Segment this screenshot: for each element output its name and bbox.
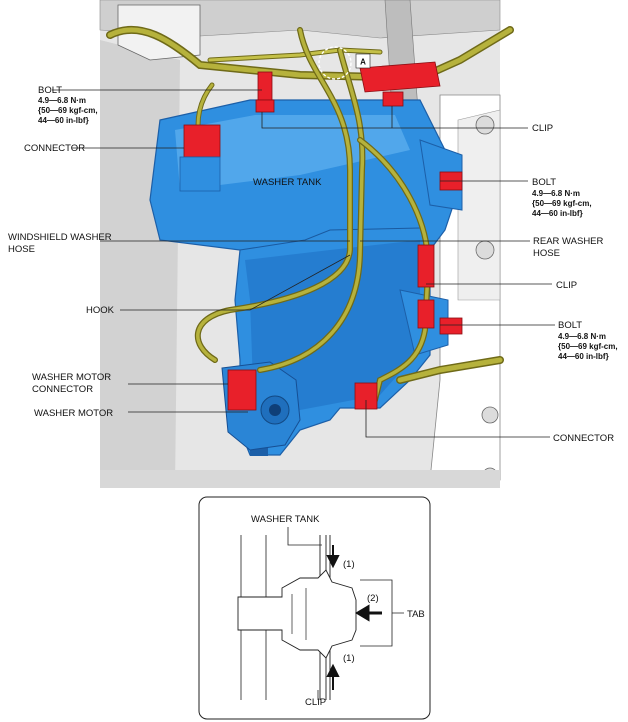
detail-label-washer-tank: WASHER TANK [251, 514, 320, 525]
body-panel-shade [100, 40, 180, 488]
label-clip-middle: CLIP [556, 280, 577, 291]
label-bolt-right-lower-torque-3: 44—60 in-lbf} [558, 352, 609, 361]
detail-tab-bracket [360, 579, 404, 647]
label-bolt-right-upper-torque-3: 44—60 in-lbf} [532, 209, 583, 218]
label-bolt-upper-torque-2: {50—69 kgf-cm, [38, 106, 98, 115]
label-connector-left: CONNECTOR [24, 143, 85, 154]
detail-label-clip: CLIP [305, 697, 326, 708]
top-hose-2b [208, 48, 382, 62]
label-bolt-right-lower-torque-1: 4.9—6.8 N·m [558, 332, 606, 341]
detail-clip-inner [291, 588, 307, 640]
hose-clamp-top [359, 61, 441, 93]
label-bolt-upper: BOLT [38, 85, 62, 96]
connector-left-plug [179, 156, 221, 192]
label-hook: HOOK [86, 305, 115, 316]
label-bolt-right-lower: BOLT [558, 320, 582, 331]
bracket-bolt-3 [481, 406, 499, 424]
label-bolt-right-upper-torque-2: {50—69 kgf-cm, [532, 199, 592, 208]
detail-label-step1-bottom: (1) [343, 653, 355, 664]
label-washer-motor-connector-2: CONNECTOR [32, 384, 93, 395]
label-washer-motor-connector-1: WASHER MOTOR [32, 372, 111, 383]
label-rear-hose-2: HOSE [533, 248, 560, 259]
bottom-strip [100, 470, 500, 488]
label-washer-tank: WASHER TANK [253, 177, 322, 188]
detail-clip-body [237, 569, 357, 659]
leader-lines [52, 89, 555, 438]
detail-label-step2: (2) [367, 593, 379, 604]
detail-arrow-right [355, 604, 382, 622]
upper-clip-right [382, 91, 404, 107]
clip-middle-part [417, 244, 435, 288]
label-bolt-upper-torque-3: 44—60 in-lbf} [38, 116, 89, 125]
label-connector-bottom: CONNECTOR [553, 433, 614, 444]
detail-view: WASHER TANK (1) (2) TAB (1) CLIP [198, 496, 431, 720]
rear-hose [258, 48, 365, 372]
label-bolt-right-upper: BOLT [532, 177, 556, 188]
detail-a-letter: A [360, 58, 366, 67]
label-washer-motor: WASHER MOTOR [34, 408, 113, 419]
hoses [106, 25, 514, 403]
main-labels: BOLT 4.9—6.8 N·m {50—69 kgf-cm, 44—60 in… [8, 85, 618, 444]
washer-tank-highlight [175, 115, 410, 190]
detail-a-box [355, 53, 371, 69]
upper-bolt-part [257, 71, 273, 101]
label-rear-hose-1: REAR WASHER [533, 236, 604, 247]
clip-middle-part-2 [417, 299, 435, 329]
bracket-bolt-2 [475, 240, 495, 260]
detail-arrow-top [326, 545, 340, 569]
detail-tank-leader [287, 527, 322, 546]
detail-a-circle [318, 46, 352, 80]
washer-tank-ridge [239, 227, 421, 251]
detail-label-step1-top: (1) [343, 559, 355, 570]
upper-clip-left [255, 99, 275, 113]
detail-arrow-bottom [326, 663, 340, 690]
bracket-bolt-1 [475, 115, 495, 135]
label-bolt-upper-torque-1: 4.9—6.8 N·m [38, 96, 86, 105]
connector-left-part [183, 124, 221, 158]
main-illustration: A [99, 0, 514, 488]
detail-label-tab: TAB [407, 609, 425, 620]
bolt-right-lower-part [439, 317, 463, 335]
lower-hose [397, 357, 503, 383]
right-bracket-inner [457, 109, 501, 301]
label-windshield-hose-1: WINDSHIELD WASHER [8, 232, 112, 243]
label-bolt-right-lower-torque-2: {50—69 kgf-cm, [558, 342, 618, 351]
motor-connector-part [227, 369, 257, 411]
label-bolt-right-upper-torque-1: 4.9—6.8 N·m [532, 189, 580, 198]
windshield-hose [196, 28, 352, 362]
label-windshield-hose-2: HOSE [8, 244, 35, 255]
label-clip-upper: CLIP [532, 123, 553, 134]
